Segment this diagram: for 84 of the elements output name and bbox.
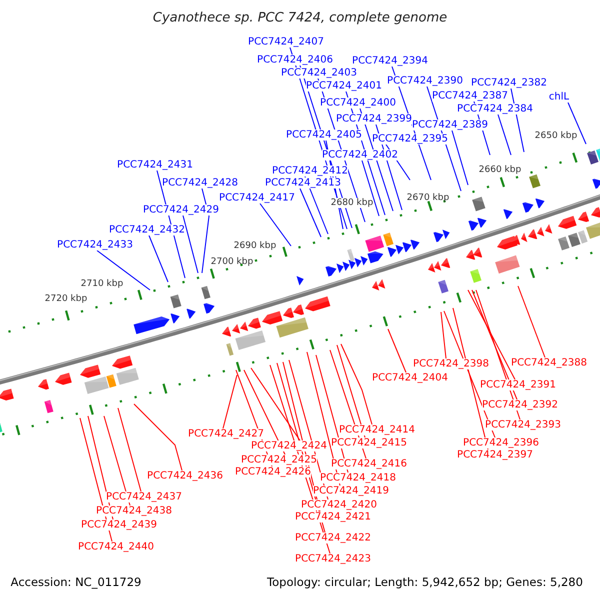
leader-line [440,312,446,359]
leader-line [260,203,292,246]
scale-label: 2710 kbp [80,279,124,289]
gene-label: PCC7424_2418 [320,472,396,484]
scale-label: 2720 kbp [44,294,88,304]
gene-label: PCC7424_2403 [281,68,357,78]
leader-line [96,250,150,290]
gene-label: PCC7424_2433 [57,240,133,250]
gene-label: PCC7424_2402 [322,150,398,160]
gene-label: PCC7424_2420 [301,500,377,510]
gene-label: PCC7424_2406 [257,54,333,66]
gene-label: PCC7424_2422 [295,532,371,544]
gene-label: PCC7424_2398 [413,358,489,370]
leader-line [362,160,380,216]
leader-line [104,416,130,506]
gene-label: PCC7424_2438 [96,506,172,516]
gene-label: PCC7424_2423 [295,554,371,564]
gene-label: PCC7424_2413 [265,178,341,188]
scale-label: 2680 kbp [330,198,374,208]
scale-label: 2660 kbp [478,165,522,175]
gene-label: PCC7424_2384 [457,104,533,114]
gene-label: PCC7424_2388 [511,358,587,368]
gene-label: PCC7424_2414 [339,424,415,436]
gene-label: PCC7424_2415 [331,438,407,448]
gene-label: PCC7424_2395 [372,134,448,144]
gene-label: PCC7424_2416 [331,458,407,470]
footer-note: Accession: NC_011729 [10,575,142,589]
leader-line [472,290,518,400]
leader-line [452,130,468,186]
leader-line [222,374,238,429]
gene-label: PCC7424_2440 [78,542,154,552]
leader-line [388,328,406,373]
gene-label: PCC7424_2397 [457,450,533,460]
leader-line [468,290,516,380]
gene-label: PCC7424_2387 [432,90,508,102]
scale-label: 2690 kbp [234,241,276,251]
gene-label: PCC7424_2425 [241,454,317,466]
gene-label: PCC7424_2389 [412,120,488,130]
gene-label: PCC7424_2437 [106,492,182,502]
gene-label: PCC7424_2382 [471,78,547,88]
gene-label: PCC7424_2419 [313,486,389,496]
gene-label: PCC7424_2393 [485,420,561,430]
gene-label: PCC7424_2426 [235,466,311,478]
leader-line [134,404,182,471]
leader-line [118,408,142,492]
gene-label: PCC7424_2391 [480,380,556,390]
leader-line [182,215,198,274]
gene-label: PCC7424_2405 [286,130,362,140]
gene-label: PCC7424_2392 [482,400,558,410]
gene-label: PCC7424_2390 [387,76,463,86]
footer-note: Topology: circular; Length: 5,942,652 bp; Genes: 5,280 [267,575,583,589]
title: Cyanothece sp. PCC 7424, complete genome [152,10,448,26]
scale-label: 2700 kbp [210,257,254,267]
leader-line [250,368,300,441]
leader-line [244,370,286,455]
leader-line [300,188,322,238]
scale-label: 2650 kbp [534,131,578,141]
gene-label: PCC7424_2428 [162,178,238,188]
gene-label: PCC7424_2439 [81,520,157,530]
leader-line [148,235,168,282]
leader-line [518,286,546,358]
gene-label: PCC7424_2427 [188,428,264,440]
gene-label: chlL [548,92,570,102]
gene-label: PCC7424_2424 [251,440,327,452]
gene-label: PCC7424_2417 [219,192,295,204]
gene-label: PCC7424_2396 [463,438,539,448]
gene-label: PCC7424_2436 [147,470,223,482]
leader-line [336,344,366,438]
gene-label: PCC7424_2412 [272,166,348,176]
gene-label: PCC7424_2404 [372,372,448,384]
gene-label: PCC7424_2400 [320,98,396,108]
gene-label: PCC7424_2399 [336,114,412,124]
gene-label: PCC7424_2432 [109,224,185,236]
gene-label: PCC7424_2431 [117,160,193,170]
gene-label: PCC7424_2407 [248,36,324,48]
leader-line [568,102,586,144]
leader-line [498,114,512,156]
gene-label: PCC7424_2394 [352,56,428,66]
gene-label: PCC7424_2429 [143,204,219,216]
scale-label: 2670 kbp [406,193,450,203]
leader-line [340,344,372,425]
gene-label: PCC7424_2401 [306,80,382,92]
gene-label: PCC7424_2421 [295,512,371,522]
leader-line [202,188,210,274]
